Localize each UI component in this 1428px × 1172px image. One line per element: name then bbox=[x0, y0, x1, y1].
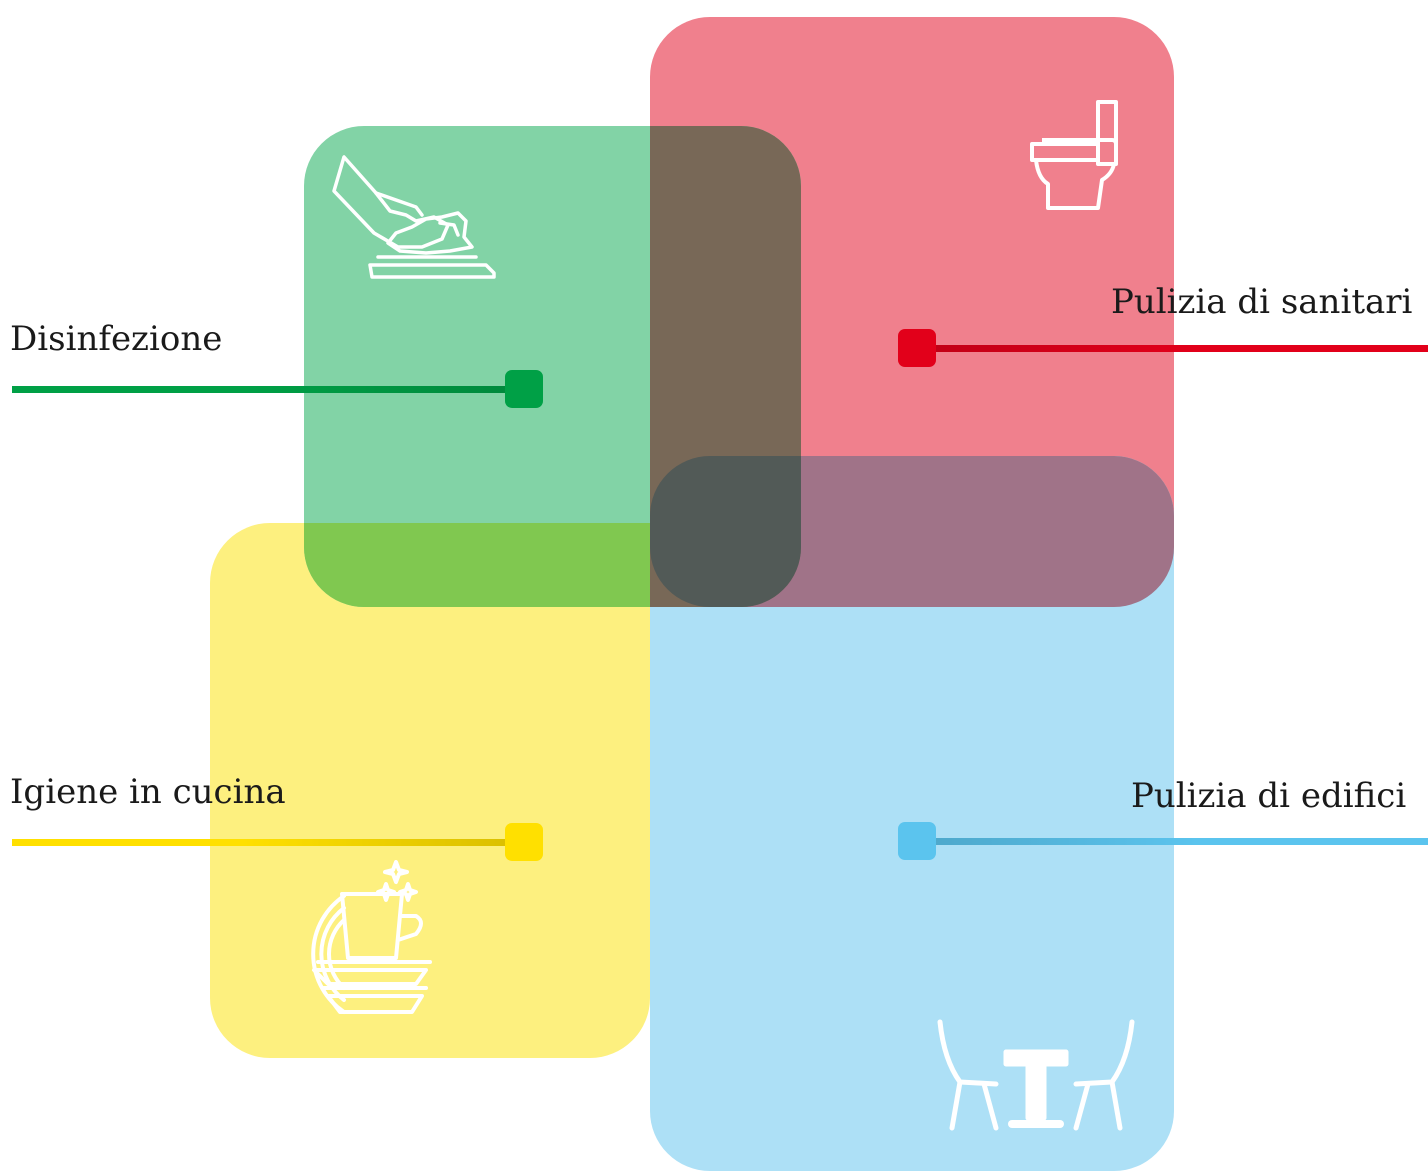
connector-line-buildings bbox=[918, 838, 1428, 845]
label-sanitary: Pulizia di sanitari bbox=[1111, 282, 1413, 322]
label-disinfection: Disinfezione bbox=[10, 319, 223, 359]
hand-wiping-icon bbox=[330, 155, 502, 283]
clean-dishes-icon bbox=[266, 860, 434, 1020]
toilet-icon bbox=[1028, 100, 1120, 210]
label-kitchen: Igiene in cucina bbox=[10, 772, 286, 812]
marker-kitchen bbox=[505, 823, 543, 861]
label-buildings: Pulizia di edifici bbox=[1131, 776, 1407, 816]
panel-kitchen bbox=[210, 523, 650, 1058]
overlap-green-yellow bbox=[304, 523, 650, 607]
marker-sanitary bbox=[898, 329, 936, 367]
marker-buildings bbox=[898, 822, 936, 860]
connector-line-disinfection bbox=[12, 386, 522, 393]
table-chairs-icon bbox=[934, 1018, 1138, 1134]
marker-disinfection bbox=[505, 370, 543, 408]
connector-line-kitchen bbox=[12, 839, 522, 846]
connector-line-sanitary bbox=[918, 345, 1428, 352]
overlap-center bbox=[650, 456, 801, 607]
